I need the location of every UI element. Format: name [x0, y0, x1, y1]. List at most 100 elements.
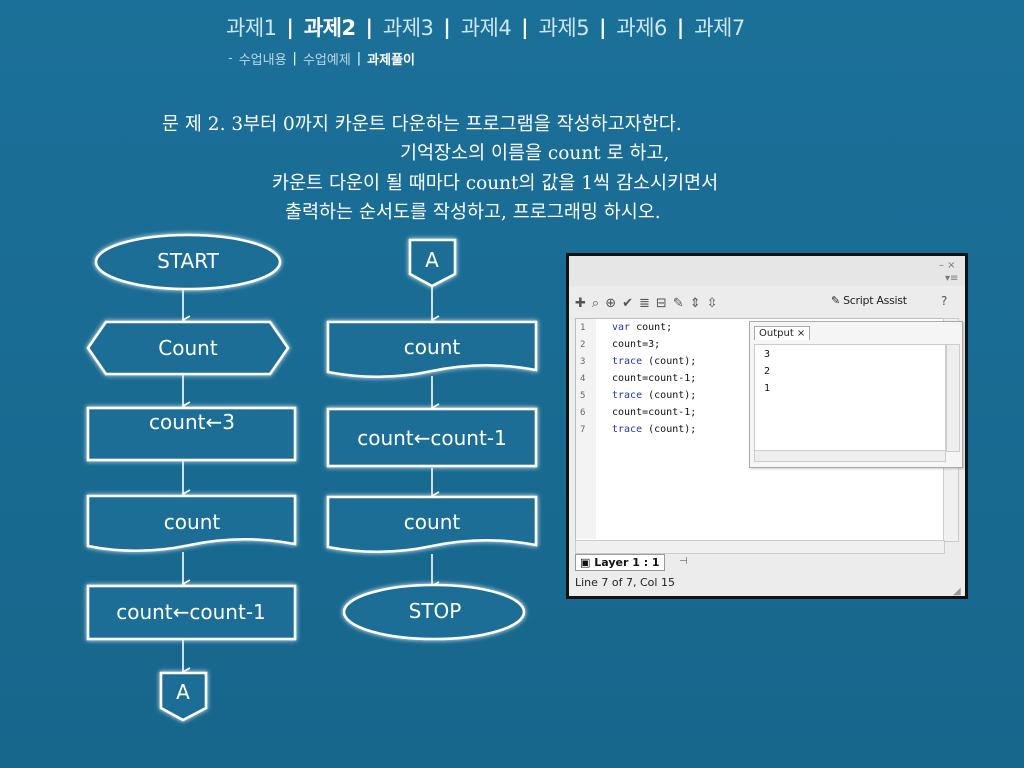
output-count-label: count: [403, 335, 461, 359]
sub-navigation: - 수업내용 | 수업예제 | 과제풀이: [228, 49, 415, 68]
tab-separator: |: [365, 15, 373, 39]
tab-assignment-3[interactable]: 과제3: [382, 16, 434, 40]
problem-line-4: 출력하는 순서도를 작성하고, 프로그래밍 하시오.: [285, 202, 661, 223]
code-text: count=count-1;: [612, 407, 697, 418]
assign-label: count←3: [149, 410, 235, 434]
tab-assignment-6[interactable]: 과제6: [616, 16, 667, 40]
output-vertical-scrollbar[interactable]: [946, 344, 960, 452]
connector-a-label: A: [425, 248, 439, 272]
line-number-gutter: [576, 319, 596, 539]
code-keyword: trace: [612, 390, 643, 401]
preparation-shape: [86, 320, 290, 376]
problem-line-2: 기억장소의 이름을 count 로 하고,: [400, 143, 670, 164]
auto-format-icon[interactable]: ≣: [639, 295, 650, 311]
output-line: 3: [764, 349, 771, 360]
tab-separator: |: [599, 15, 607, 39]
connector-a-offpage-shape: [159, 671, 208, 722]
flowchart-diagram: [86, 233, 538, 722]
line-number: 2: [580, 340, 586, 350]
code-text: (count);: [642, 390, 697, 401]
output-count-label: count: [403, 510, 461, 534]
panel-menu-icon[interactable]: ▾≡: [945, 273, 959, 284]
check-syntax-icon[interactable]: ✔: [622, 295, 633, 311]
output-tab[interactable]: Output ×: [754, 326, 811, 340]
tab-separator: |: [676, 15, 685, 39]
stop-terminal-shape: [342, 583, 526, 641]
code-line: count=count-1;: [612, 407, 696, 418]
code-line: var count;: [612, 322, 672, 333]
code-keyword: trace: [612, 356, 643, 367]
tab-assignment-5[interactable]: 과제5: [538, 16, 590, 40]
sub-separator: |: [356, 51, 362, 66]
resize-grip-icon[interactable]: ◢: [953, 586, 961, 597]
code-line: count=count-1;: [612, 373, 696, 384]
editor-title-bar: [569, 256, 965, 286]
code-keyword: var: [612, 322, 631, 333]
output-line: 1: [764, 383, 771, 394]
code-line: trace (count);: [612, 424, 696, 435]
output-horizontal-scrollbar[interactable]: [754, 450, 946, 462]
code-text: (count);: [642, 424, 697, 435]
output-document-shape: [86, 494, 297, 553]
process-decrement-shape: [326, 407, 538, 468]
sub-item-lecture[interactable]: 수업내용: [238, 53, 287, 68]
code-text: count=count-1;: [612, 373, 697, 384]
actionscript-editor-window: – × ▾≡ ✚ ⌕ ⊕ ✔ ≣ ⊟ ✎ ⇕ ⇳ ✎ Script Assist…: [566, 253, 968, 599]
sub-dash: -: [228, 51, 233, 66]
output-panel: Output × 3 2 1: [749, 321, 963, 468]
code-line: trace (count);: [612, 390, 696, 401]
assignment-tabs: 과제1 | 과제2 | 과제3 | 과제4 | 과제5 | 과제6 | 과제7: [226, 12, 745, 42]
find-icon[interactable]: ⌕: [591, 295, 600, 311]
layer-tab[interactable]: ▣ Layer 1 : 1: [575, 554, 665, 571]
code-text: (count);: [642, 356, 697, 367]
output-count-label: count: [163, 510, 221, 534]
minimize-icon[interactable]: – ×: [939, 260, 956, 271]
script-assist-button[interactable]: ✎ Script Assist: [831, 294, 907, 307]
start-terminal-shape: [94, 233, 282, 291]
decrement-label: count←count-1: [116, 600, 266, 624]
line-number: 5: [580, 391, 586, 401]
code-hint-icon[interactable]: ⊟: [655, 295, 667, 311]
process-decrement-shape: [86, 584, 297, 641]
sub-separator: |: [292, 51, 297, 66]
problem-line-3: 카운트 다운이 될 때마다 count의 값을 1씩 감소시키면서: [272, 173, 719, 194]
script-assist-label: Script Assist: [843, 294, 907, 307]
line-number: 6: [580, 408, 586, 418]
tab-separator: |: [521, 15, 529, 39]
stop-label: STOP: [408, 599, 462, 623]
line-number: 4: [580, 374, 586, 384]
output-content: [754, 344, 946, 452]
pin-script-icon[interactable]: ⊣: [679, 556, 688, 567]
expand-icon[interactable]: ⇳: [706, 295, 718, 311]
help-icon[interactable]: ?: [941, 294, 948, 308]
line-number: 1: [580, 323, 586, 333]
layer-tab-label: Layer 1 : 1: [594, 556, 660, 569]
decrement-label: count←count-1: [357, 426, 507, 450]
editor-toolbar: ✚ ⌕ ⊕ ✔ ≣ ⊟ ✎ ⇕ ⇳: [575, 292, 965, 314]
code-text: count;: [630, 322, 673, 333]
tab-assignment-4[interactable]: 과제4: [460, 16, 512, 40]
tab-separator: |: [443, 15, 451, 39]
target-icon[interactable]: ⊕: [605, 295, 617, 311]
start-label: START: [157, 249, 219, 273]
line-number: 7: [580, 425, 586, 435]
output-line: 2: [764, 366, 771, 377]
sub-item-examples[interactable]: 수업예제: [302, 53, 351, 68]
add-statement-icon[interactable]: ✚: [575, 295, 586, 311]
connector-a-label: A: [176, 680, 190, 704]
tab-separator: |: [286, 15, 294, 39]
process-assign-shape: [86, 406, 297, 462]
debug-options-icon[interactable]: ✎: [672, 295, 684, 311]
code-line: count=3;: [612, 339, 660, 350]
collapse-icon[interactable]: ⇕: [689, 295, 701, 311]
tab-assignment-7[interactable]: 과제7: [694, 16, 745, 40]
line-number: 3: [580, 357, 586, 367]
tab-assignment-2[interactable]: 과제2: [303, 16, 356, 40]
sub-item-solutions[interactable]: 과제풀이: [367, 53, 416, 68]
editor-horizontal-scrollbar[interactable]: [575, 540, 945, 554]
code-keyword: trace: [612, 424, 643, 435]
problem-line-1: 문 제 2. 3부터 0까지 카운트 다운하는 프로그램을 작성하고자한다.: [162, 114, 682, 135]
tab-assignment-1[interactable]: 과제1: [226, 16, 277, 40]
output-document-shape: [326, 320, 538, 379]
